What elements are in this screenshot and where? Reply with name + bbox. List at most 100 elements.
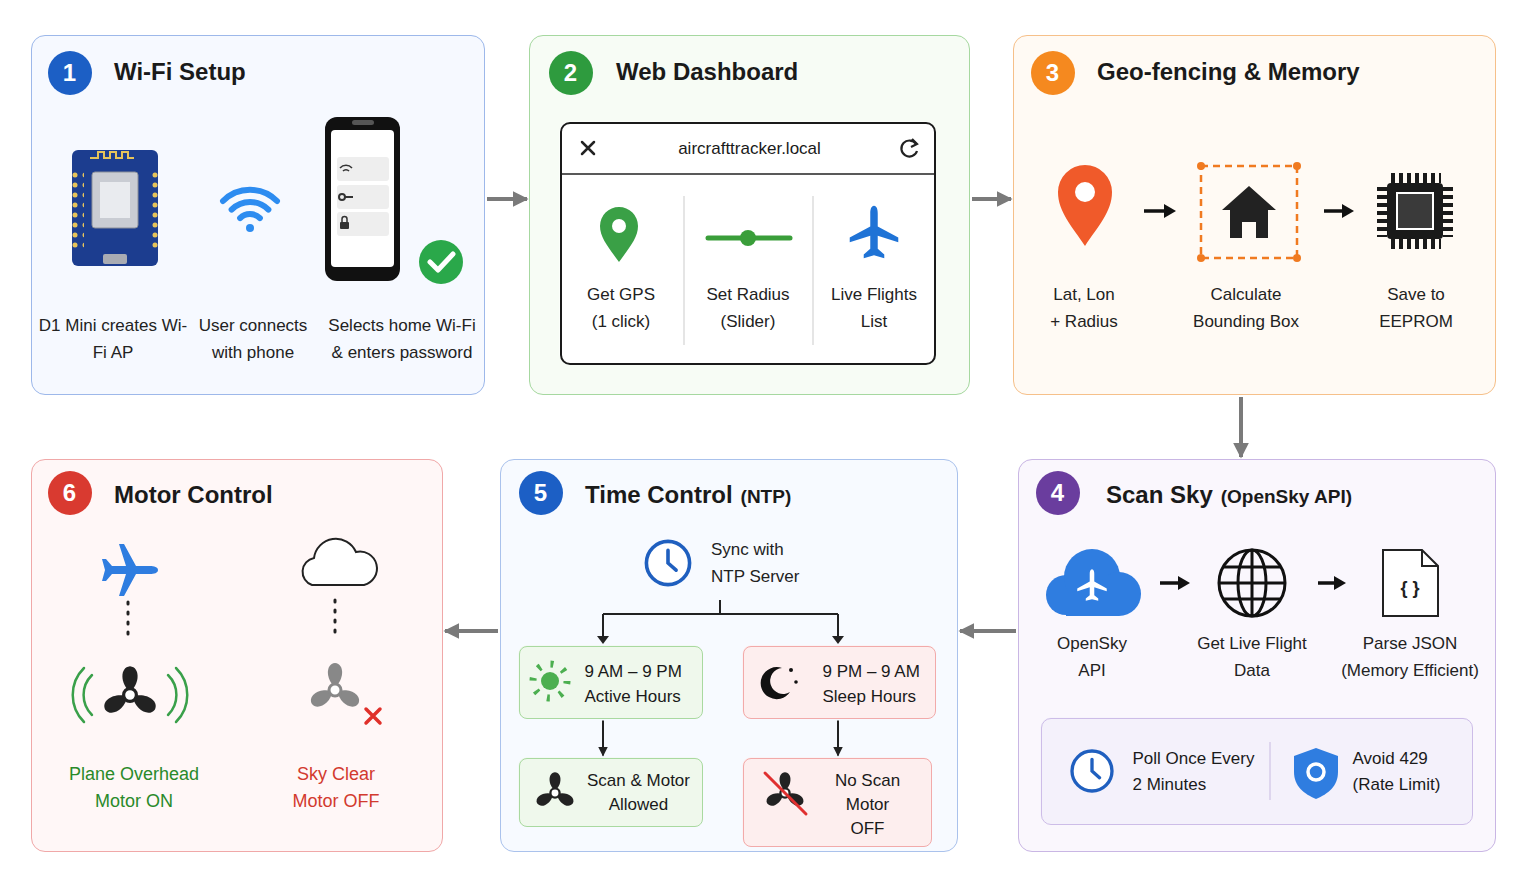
- sun-icon: [533, 664, 567, 698]
- box-text: No Scan Motor OFF: [827, 769, 909, 841]
- check-badge: [419, 240, 463, 284]
- time-box: 9 AM – 9 PM Active Hours: [519, 646, 703, 719]
- globe-icon: [1219, 550, 1285, 616]
- step-panel: Motor Control 6: [31, 459, 443, 852]
- state-box: Scan & Motor Allowed: [519, 758, 703, 827]
- box-text: Poll Once Every 2 Minutes: [1133, 746, 1261, 798]
- motor-on-icon: [73, 668, 188, 722]
- json-file-icon: [1422, 550, 1438, 566]
- d1-mini-board: [92, 172, 138, 228]
- gps-pin-icon: [600, 207, 638, 262]
- motor-off-icon: [308, 663, 380, 723]
- caption-label: Plane Overhead Motor ON: [59, 761, 209, 815]
- wifi-icon: [246, 224, 254, 232]
- fan-off-icon: [765, 773, 806, 814]
- box-fill: [519, 646, 703, 719]
- d1-mini-board: [72, 150, 158, 266]
- bounding-box-icon: [1293, 162, 1301, 170]
- step-panel: Geo-fencing & Memory 3: [1013, 35, 1496, 395]
- browser-chrome: [911, 139, 917, 147]
- d1-mini-board: [72, 150, 158, 266]
- step-number: 6: [48, 471, 92, 515]
- flow-arrow: [1239, 397, 1243, 457]
- flow-arrow: [1178, 576, 1190, 590]
- step-number: 2: [549, 51, 593, 95]
- poll-divider: [1270, 742, 1271, 800]
- step-number: 3: [1031, 51, 1075, 95]
- panel-heading: Motor Control: [114, 481, 273, 509]
- check-badge: [419, 240, 463, 284]
- box-fill: [1013, 35, 1496, 395]
- flow-arrow: [1318, 581, 1336, 585]
- shield-icon: [1294, 748, 1338, 799]
- phone-icon: [339, 194, 345, 200]
- step-number: 5: [519, 471, 563, 515]
- check-badge: [430, 254, 453, 270]
- motor-off-icon: [366, 709, 380, 723]
- poll-divider: [1269, 742, 1271, 800]
- browser-chrome: [582, 142, 594, 154]
- caption-label: Live Flights List: [827, 281, 922, 335]
- flow-arrow: [1164, 204, 1176, 218]
- browser-chrome: [684, 196, 813, 345]
- location-pin-icon: [1058, 165, 1112, 246]
- bounding-box-icon: [1197, 254, 1205, 262]
- json-file-icon: [1383, 550, 1438, 616]
- box-fill: [31, 35, 485, 395]
- phone-icon: [337, 157, 389, 181]
- caption-label: Parse JSON (Memory Efficient): [1335, 630, 1485, 684]
- flow-arrow: [1342, 204, 1354, 218]
- flow-arrow: [1144, 209, 1166, 213]
- flow-arrow: [602, 721, 604, 756]
- flow-arrow: [1334, 576, 1346, 590]
- sun-icon: [533, 664, 567, 698]
- sky-clear-icon: [303, 539, 377, 640]
- panel-heading: Scan Sky: [1106, 481, 1213, 509]
- box-text: 9 PM – 9 AM Sleep Hours: [823, 659, 928, 709]
- shield-icon: [1294, 748, 1338, 799]
- slider-icon: [708, 230, 790, 246]
- bounding-box-icon: [1197, 162, 1205, 170]
- flow-arrow: [837, 721, 839, 756]
- panel-heading: (NTP): [741, 486, 792, 508]
- box-fill: [529, 35, 970, 395]
- gps-pin-icon: [612, 219, 626, 233]
- browser-chrome: [561, 173, 935, 175]
- motor-off-icon: [308, 663, 362, 710]
- step-panel: Scan Sky(OpenSky API)4Poll Once Every 2 …: [1018, 459, 1496, 852]
- heading-row: Time Control (NTP): [585, 481, 791, 509]
- eeprom-chip-icon: [1387, 183, 1443, 239]
- heading-row: Geo-fencing & Memory: [1097, 58, 1360, 86]
- opensky-cloud-icon: [1077, 569, 1106, 601]
- caption-label: Get GPS (1 click): [582, 281, 660, 335]
- caption-label: { }: [1400, 575, 1419, 602]
- panel-heading: Wi-Fi Setup: [114, 58, 246, 86]
- caption-label: Calculate Bounding Box: [1181, 281, 1311, 335]
- heading-row: Motor Control: [114, 481, 273, 509]
- slider-icon: [740, 230, 756, 246]
- browser-chrome: [561, 139, 935, 345]
- moon-icon: [761, 667, 798, 699]
- caption-label: Sync with NTP Server: [711, 536, 811, 590]
- split-lines: [597, 636, 609, 644]
- caption-label: Lat, Lon + Radius: [1048, 281, 1120, 335]
- poll-clock-icon: [1072, 751, 1112, 791]
- box-fill: [519, 758, 703, 827]
- flow-arrow: [1160, 581, 1180, 585]
- box-text: Avoid 429 (Rate Limit): [1353, 746, 1465, 798]
- step-number: 4: [1036, 471, 1080, 515]
- step-number: 1: [48, 51, 92, 95]
- gps-pin-icon: [600, 207, 638, 262]
- opensky-cloud-icon: [1046, 549, 1141, 616]
- caption-label: D1 Mini creates Wi-Fi AP: [38, 312, 188, 366]
- caption-label: Save to EEPROM: [1371, 281, 1461, 335]
- step-panel: Wi-Fi Setup 1: [31, 35, 485, 395]
- panel-heading: Time Control: [585, 481, 733, 509]
- split-lines: [597, 600, 844, 644]
- bounding-box-icon: [1201, 166, 1297, 258]
- phone-icon: [342, 217, 347, 223]
- motor-on-icon: [73, 666, 188, 722]
